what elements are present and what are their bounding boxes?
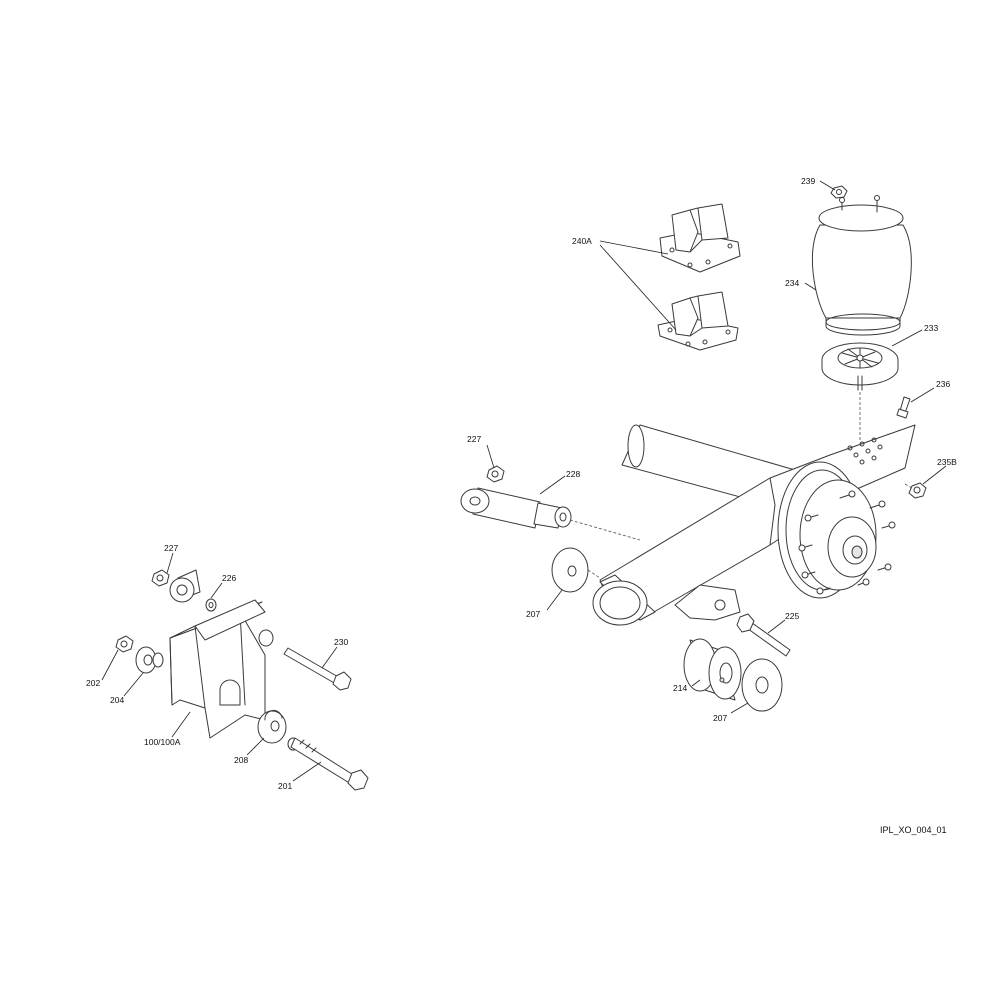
washer-226 — [205, 598, 217, 612]
callout-230: 230 — [334, 637, 348, 647]
callout-227-left: 227 — [164, 543, 178, 553]
beam-hole-pattern — [847, 437, 883, 465]
callout-100-100A: 100/100A — [144, 737, 181, 747]
callout-214: 214 — [673, 683, 687, 693]
mounting-bracket-upper — [659, 203, 741, 273]
callout-233: 233 — [924, 323, 938, 333]
bushing-214 — [683, 638, 742, 701]
hanger-bracket — [169, 599, 266, 739]
nut-202 — [115, 635, 134, 653]
callout-225: 225 — [785, 611, 799, 621]
callout-208: 208 — [234, 755, 248, 765]
callout-207-lower: 207 — [713, 713, 727, 723]
callout-234: 234 — [785, 278, 799, 288]
washer-204 — [135, 646, 164, 674]
drawing-id: IPL_XO_004_01 — [880, 825, 947, 835]
washer-208 — [257, 710, 287, 744]
nut-227-left — [151, 569, 170, 587]
nut-227-right — [486, 465, 505, 483]
callout-226: 226 — [222, 573, 236, 583]
callout-235B: 235B — [937, 457, 957, 467]
callout-227-right: 227 — [467, 434, 481, 444]
bolt-225 — [736, 613, 791, 657]
callout-202: 202 — [86, 678, 100, 688]
shock-absorber — [460, 487, 641, 541]
nut-235B — [904, 482, 927, 499]
callout-228: 228 — [566, 469, 580, 479]
washer-207-lower — [741, 658, 783, 712]
mounting-bracket-lower — [657, 291, 739, 351]
washer-207-upper — [551, 547, 601, 593]
air-spring — [811, 195, 912, 336]
shock-lower-eye — [169, 569, 201, 603]
callout-207-upper: 207 — [526, 609, 540, 619]
brake-drum-hub — [777, 461, 896, 599]
nut-239 — [830, 185, 848, 199]
callout-240A: 240A — [572, 236, 592, 246]
air-spring-piston — [821, 342, 899, 391]
callout-201: 201 — [278, 781, 292, 791]
bolt-201 — [287, 737, 369, 791]
callout-236: 236 — [936, 379, 950, 389]
callout-204: 204 — [110, 695, 124, 705]
wheel-studs — [798, 490, 896, 595]
bolt-236 — [896, 396, 911, 419]
callout-239: 239 — [801, 176, 815, 186]
callout-labels: 239 240A 234 233 236 227 228 235B 207 22… — [86, 176, 957, 791]
leader-lines — [101, 180, 947, 782]
bolt-230 — [258, 629, 352, 691]
